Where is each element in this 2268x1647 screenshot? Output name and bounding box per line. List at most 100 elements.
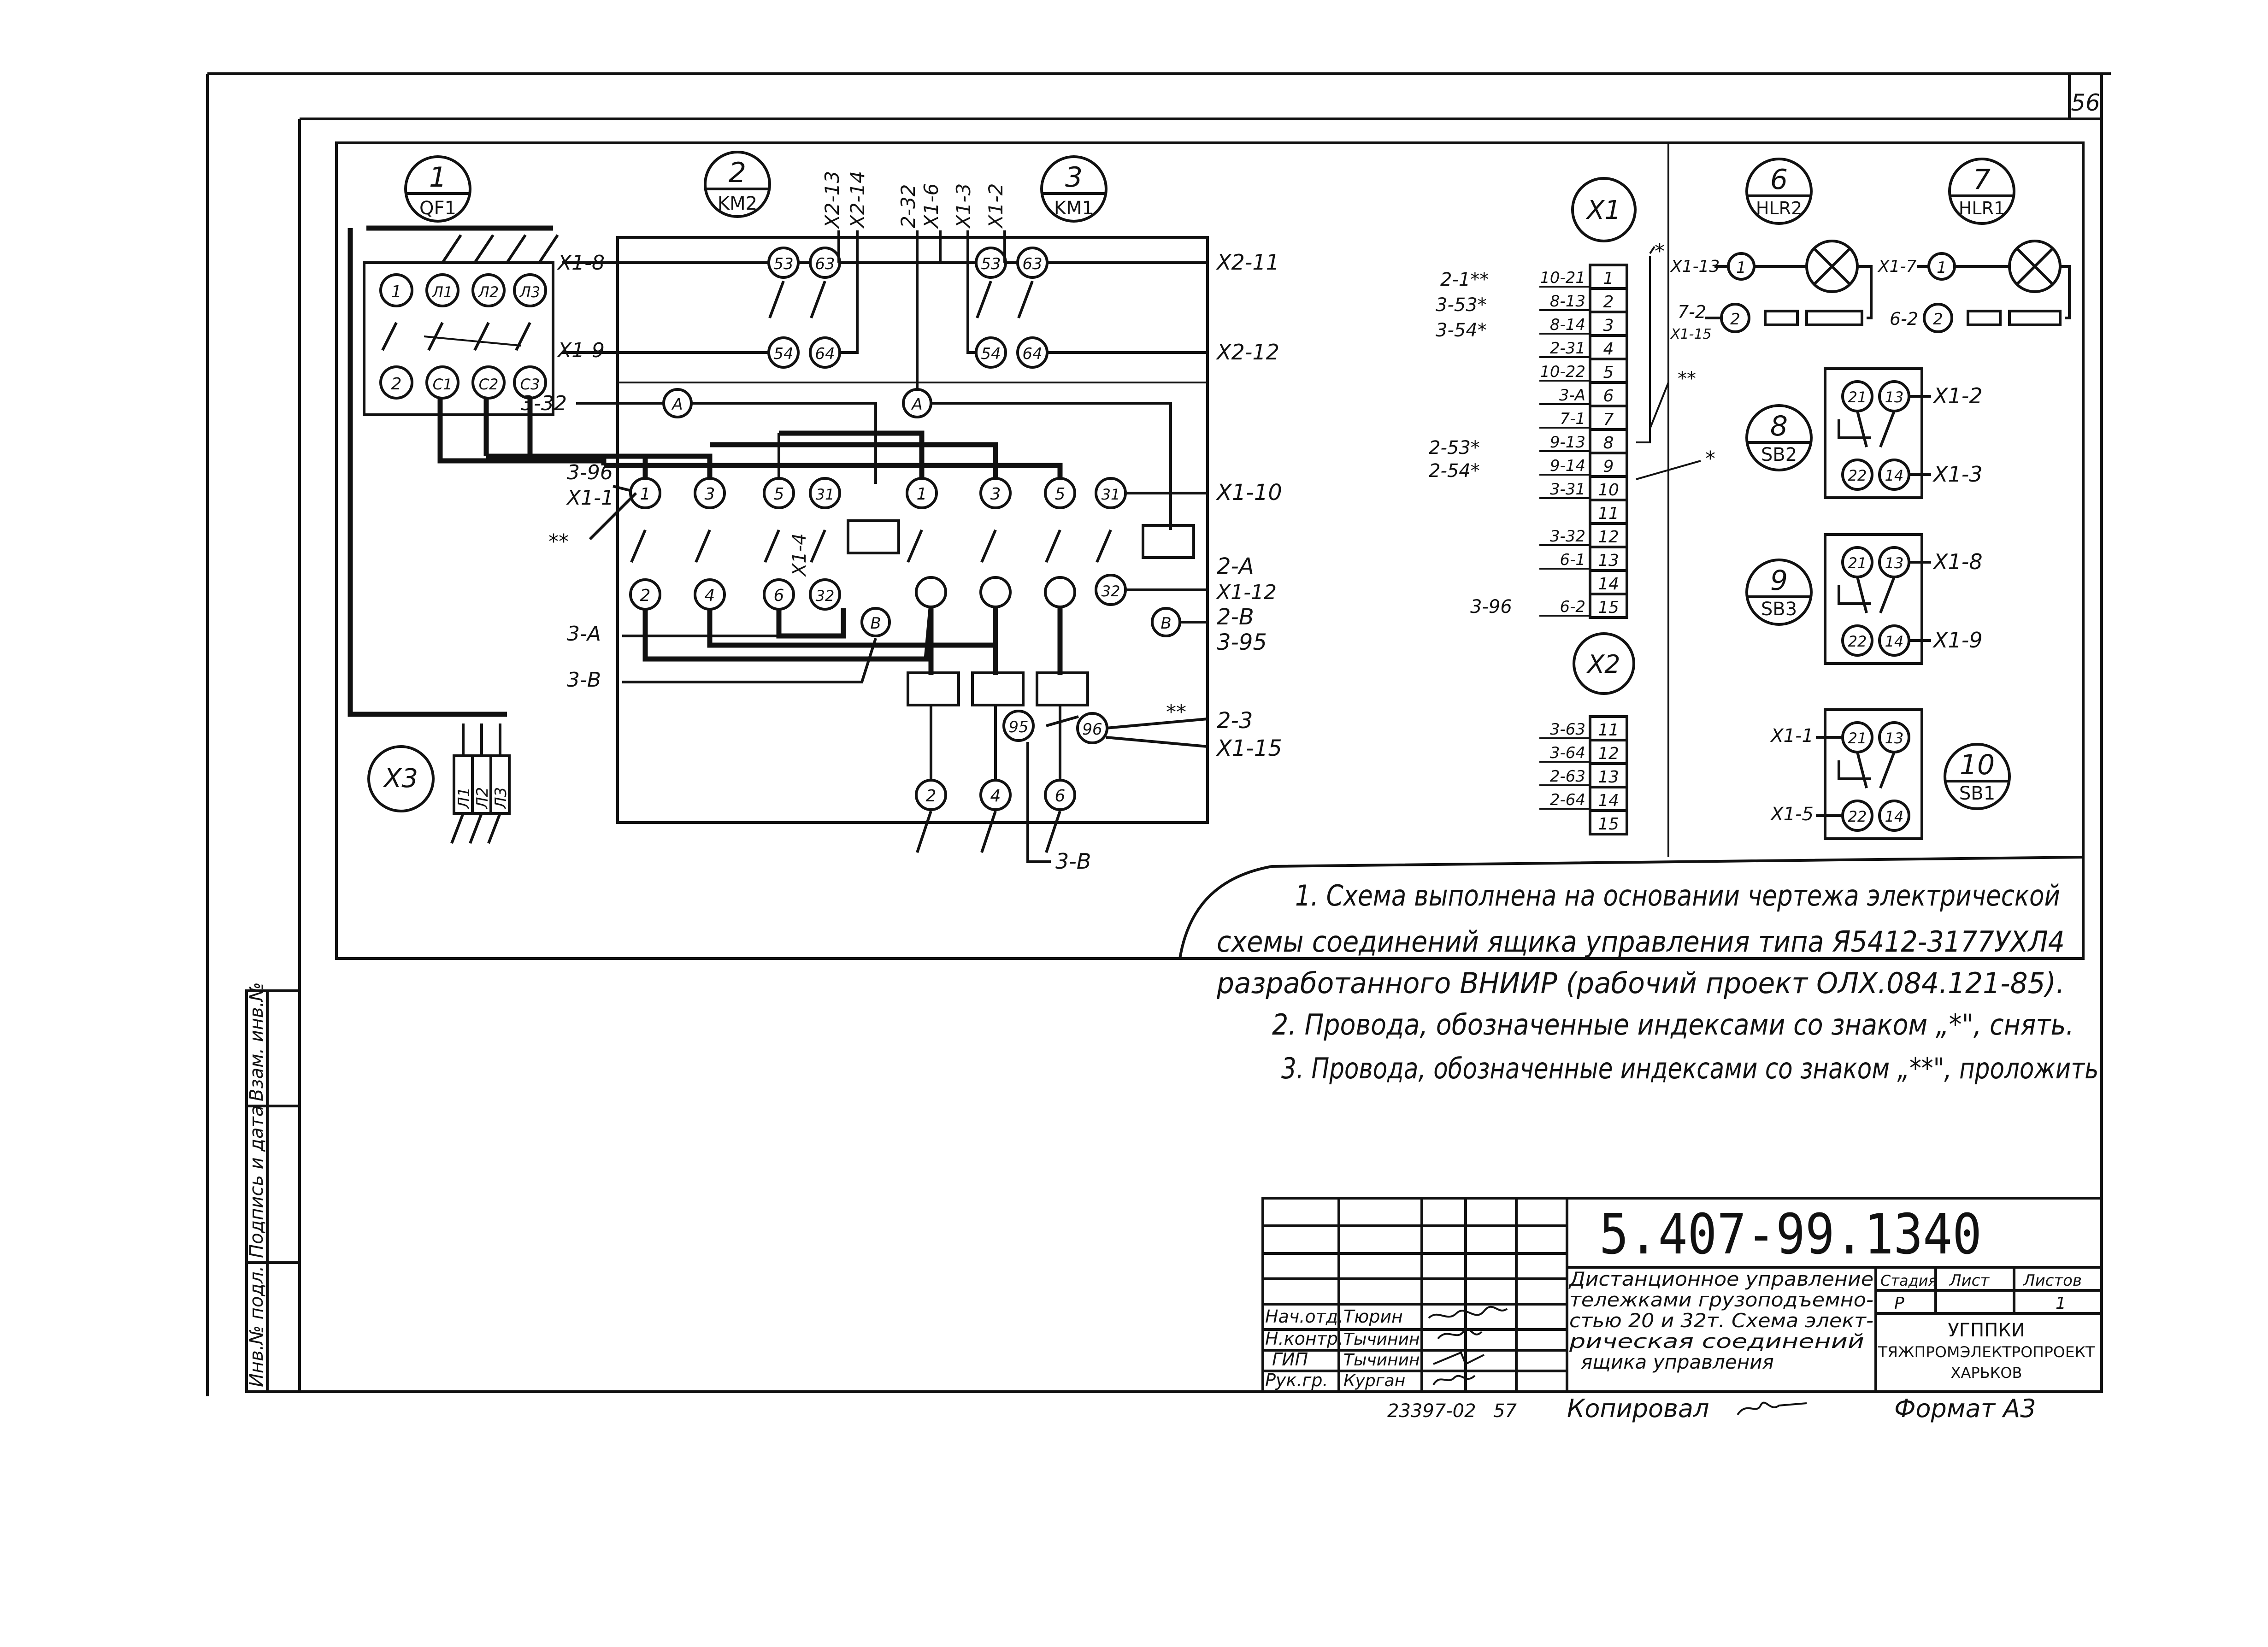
aux-contacts: 53 63 53 63 54 64 54 64 X2-13 X2-14 2-32…: [562, 171, 1279, 401]
lbl-x1-1: X1-1: [566, 486, 614, 510]
x1-cell: [1589, 593, 1628, 619]
svg-text:X3: X3: [383, 764, 418, 794]
svg-text:10: 10: [1960, 749, 1995, 781]
svg-text:KM2: KM2: [718, 193, 757, 214]
title-line-3: рическая соединений: [1569, 1330, 1864, 1353]
footer-code: 23397-02: [1387, 1400, 1476, 1422]
stamp-vzam: Взам. инв.№: [246, 982, 267, 1101]
pc-t1a: 1: [640, 485, 651, 504]
relay-out6: 6: [1055, 787, 1066, 806]
coil-terminals: A A 3-32: [521, 388, 1172, 530]
qf1-bc3: С3: [520, 376, 540, 393]
x1-row-num: 11: [1598, 504, 1619, 523]
power-contacts: 1 3 5 31 1 3 5 31 2 4 6 32 32 B: [486, 430, 1282, 692]
aux-t63a: 63: [815, 255, 835, 273]
x1-row-num: 1: [1603, 269, 1614, 288]
name-1: Тычинин: [1343, 1330, 1420, 1349]
role-2: ГИП: [1272, 1349, 1308, 1370]
sheet-number: 56: [2071, 89, 2100, 116]
x1-row-num: 4: [1603, 340, 1614, 359]
qf1-ref-bottom: X1-9: [557, 339, 605, 362]
org-0: УГППКИ: [1948, 1320, 2025, 1341]
svg-text:2: 2: [1730, 310, 1740, 329]
hdr-list: Лист: [1949, 1271, 1990, 1290]
hdr-stadiya: Стадия: [1880, 1272, 1937, 1289]
x1-outer-6: 3-96: [1470, 596, 1512, 618]
svg-text:1: 1: [1937, 259, 1947, 277]
pushbutton-term: 22: [1848, 633, 1867, 650]
svg-text:KM1: KM1: [1054, 198, 1094, 219]
x1-row-num: 13: [1598, 551, 1619, 570]
lbl-3-32: 3-32: [521, 392, 567, 415]
hdr-listov: Листов: [2022, 1271, 2082, 1290]
aux-t53b: 53: [981, 255, 1001, 273]
pushbutton-label: X1-5: [1770, 804, 1814, 825]
footer: 23397-02 57 Копировал Формат А3: [1387, 1394, 2036, 1423]
lbl-3-b: 3-B: [567, 668, 601, 692]
val-stadiya: Р: [1894, 1294, 1904, 1313]
x3-connector: X3 Л1 Л2 Л3: [367, 724, 511, 844]
x1-wire-label: 3-A: [1559, 386, 1585, 405]
x1-outer-1: 2-1**: [1440, 269, 1489, 290]
pushbutton-term: 21: [1848, 554, 1867, 572]
footer-num: 57: [1493, 1400, 1517, 1422]
svg-text:7: 7: [1973, 164, 1991, 196]
lbl-2-b: 2-B: [1217, 604, 1254, 630]
svg-text:SB1: SB1: [1959, 783, 1995, 804]
aux-t63b: 63: [1022, 255, 1042, 273]
aux-lbl-2-32: 2-32: [897, 184, 919, 228]
x1-outer-4: 2-53*: [1429, 437, 1480, 459]
x2-wire-label: 2-63: [1550, 767, 1585, 786]
svg-text:1: 1: [1736, 259, 1746, 277]
note-line-1: 1. Схема выполнена на основании чертежа …: [1295, 879, 2060, 912]
aux-right-bottom: X2-12: [1216, 340, 1279, 365]
pc-t5a: 5: [774, 485, 784, 504]
name-0: Тюрин: [1343, 1306, 1403, 1327]
x1-wire-label: 2-31: [1550, 339, 1585, 358]
pushbutton-term: 14: [1885, 633, 1904, 650]
svg-text:QF1: QF1: [419, 198, 456, 219]
relay-lbl-starstar: **: [1166, 700, 1186, 724]
lbl-2-a: 2-A: [1217, 553, 1254, 579]
pushbutton-label: X1-2: [1932, 383, 1983, 408]
x1-wire-label: 6-1: [1560, 551, 1585, 569]
device-badge-hlr1: 7 HLR1: [1948, 158, 2015, 225]
svg-text:2: 2: [729, 157, 746, 189]
x1-row-num: 7: [1603, 410, 1614, 429]
qf1-bc2: С2: [479, 376, 499, 393]
x1-mark-2: **: [1678, 368, 1696, 389]
note-line-5: 3. Провода, обозначенные индексами со зн…: [1281, 1052, 2106, 1085]
signature-1: [1428, 1306, 1508, 1319]
pc-b6: 6: [774, 586, 784, 605]
svg-text:1: 1: [429, 161, 447, 194]
role-1: Н.контр.: [1265, 1329, 1343, 1349]
svg-text:HLR2: HLR2: [1756, 198, 1802, 218]
relay-out4: 4: [990, 787, 1001, 806]
x1-row-num: 9: [1603, 457, 1614, 476]
svg-text:7-2: 7-2: [1678, 302, 1706, 322]
svg-text:Л3: Л3: [492, 787, 510, 810]
x1-row-num: 3: [1603, 316, 1614, 335]
lbl-x1-12: X1-12: [1216, 581, 1277, 604]
qf1-b1: 2: [391, 375, 402, 394]
aux-t54a: 54: [773, 345, 793, 363]
lbl-x1-10: X1-10: [1215, 480, 1282, 506]
svg-text:6: 6: [1770, 164, 1788, 196]
svg-text:B: B: [870, 614, 881, 633]
lbl-x1-4: X1-4: [789, 533, 810, 577]
org-2: ХАРЬКОВ: [1951, 1364, 2022, 1382]
note-line-4: 2. Провода, обозначенные индексами со зн…: [1272, 1008, 2074, 1041]
title-line-0: Дистанционное управление: [1568, 1268, 1873, 1290]
x1-row-num: 10: [1598, 481, 1619, 500]
pc-b2: 2: [640, 586, 651, 605]
qf1-tl2: Л2: [478, 283, 499, 301]
relay-lbl-x1-15: X1-15: [1215, 735, 1282, 761]
svg-text:A: A: [911, 395, 922, 414]
signature-3: [1433, 1351, 1485, 1365]
x1-wire-label: 10-21: [1540, 269, 1585, 287]
x2-wire-label: 3-64: [1550, 744, 1585, 762]
note-line-2: схемы соединений ящика управления типа Я…: [1217, 925, 2065, 959]
role-0: Нач.отд.: [1265, 1306, 1343, 1327]
frame: 56: [206, 72, 2111, 1396]
